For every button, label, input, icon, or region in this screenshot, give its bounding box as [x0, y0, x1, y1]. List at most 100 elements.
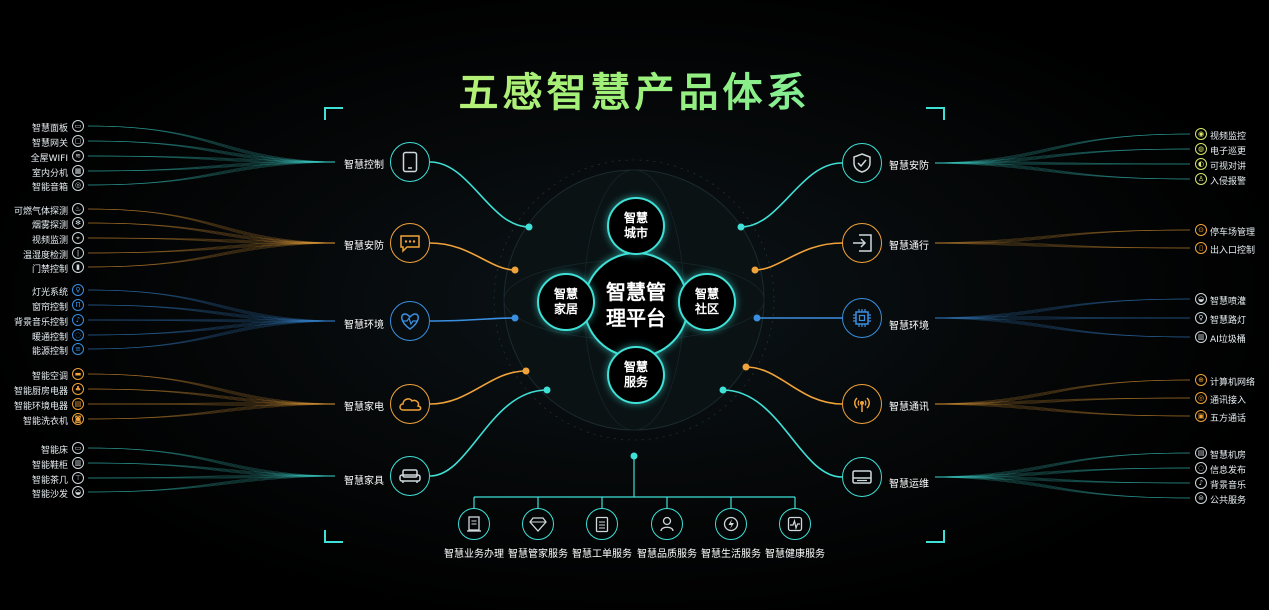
left-fan-line	[87, 208, 336, 244]
left-item-label: 智能环境电器	[13, 402, 68, 412]
diamond-icon	[522, 508, 554, 540]
cloud-icon	[390, 384, 430, 424]
alarm-icon: ♙	[1195, 173, 1207, 185]
right-hub-connector	[722, 389, 843, 478]
home-label: 智慧家居	[553, 287, 578, 316]
camera-icon: ⌖	[72, 232, 84, 244]
right-fan-line	[934, 403, 1191, 417]
right-fan-line	[934, 476, 1191, 499]
left-item-label: 智能空调	[31, 372, 68, 382]
cctv-icon: ◉	[1195, 128, 1207, 140]
left-fan-line	[87, 447, 336, 477]
right-fan-line	[934, 476, 1191, 499]
left-fan-line	[87, 161, 336, 186]
left-fan-line	[87, 320, 336, 336]
connector-dot	[543, 386, 551, 394]
right-fan-line	[934, 162, 1191, 180]
left-fan-line	[87, 289, 336, 322]
center-platform-node: 智慧管理平台	[583, 252, 689, 358]
tea-table-icon: ⊤	[72, 472, 84, 484]
left-fan-line	[87, 319, 336, 323]
left-fan-line	[87, 155, 336, 163]
right-fan-line	[934, 148, 1191, 164]
right-fan-line	[934, 298, 1191, 319]
left-fan-line	[87, 475, 336, 493]
left-item-label: 智能鞋柜	[31, 461, 68, 471]
left-fan-line	[87, 475, 336, 493]
right-fan-line	[934, 162, 1191, 165]
left-item-label: 窗帘控制	[31, 303, 68, 313]
left-fan-line	[87, 242, 336, 254]
left-fan-line	[87, 242, 336, 254]
right-fan-line	[934, 242, 1191, 249]
document-icon	[458, 508, 490, 540]
left-item-label: 智能洗衣机	[22, 417, 68, 427]
left-hub-label: 智慧安防	[344, 241, 384, 252]
connector-dot	[630, 452, 638, 460]
home-node: 智慧家居	[537, 273, 595, 331]
right-fan-line	[934, 476, 1191, 484]
left-fan-line	[87, 462, 336, 477]
left-fan-line	[87, 403, 336, 420]
right-fan-line	[934, 467, 1191, 478]
left-fan-line	[87, 475, 336, 493]
left-item-label: 暖通控制	[31, 333, 68, 343]
right-fan-line	[934, 161, 1191, 165]
right-fan-line	[934, 317, 1191, 338]
left-fan-line	[87, 208, 336, 244]
right-hub-label: 智慧通行	[889, 241, 929, 252]
message-icon: ◌	[1195, 462, 1207, 474]
right-fan-line	[934, 298, 1191, 319]
left-item-label: 能源控制	[31, 347, 68, 357]
bottom-service-label: 智慧品质服务	[637, 549, 697, 560]
corner-bracket	[926, 530, 945, 543]
right-fan-line	[934, 397, 1191, 405]
left-item-label: 智慧面板	[31, 124, 68, 134]
right-item-label: 智慧机房	[1210, 451, 1247, 461]
door-entry-icon	[842, 223, 882, 263]
left-hub-label: 智慧家电	[344, 402, 384, 413]
right-fan-line	[934, 379, 1191, 405]
left-fan-line	[87, 320, 336, 350]
left-item-label: 智慧网关	[31, 139, 68, 149]
sofa-small-icon: ◒	[72, 486, 84, 498]
left-item-label: 背景音乐控制	[13, 318, 68, 328]
right-fan-line	[934, 476, 1191, 484]
right-fan-line	[934, 317, 1191, 338]
left-fan-line	[87, 403, 336, 420]
left-fan-line	[87, 242, 336, 268]
left-fan-line	[87, 161, 336, 186]
left-fan-line	[87, 475, 336, 493]
right-item-label: 公共服务	[1210, 496, 1247, 506]
right-fan-line	[934, 242, 1191, 249]
shield-check-icon	[842, 143, 882, 183]
left-item-label: 智能厨房电器	[13, 387, 68, 397]
connector-dot	[742, 363, 750, 371]
right-fan-line	[934, 162, 1191, 180]
left-hub-connector	[429, 370, 527, 405]
video-intercom-icon: ◐	[1195, 158, 1207, 170]
left-fan-line	[87, 304, 336, 322]
signal-tower-icon	[842, 384, 882, 424]
left-item-label: 门禁控制	[31, 265, 68, 275]
left-fan-line	[87, 242, 336, 268]
left-fan-line	[87, 373, 336, 405]
left-fan-line	[87, 373, 336, 405]
left-item-label: 温湿度检测	[22, 251, 68, 261]
sofa-icon	[390, 456, 430, 496]
bottom-service-label: 智慧工单服务	[572, 549, 632, 560]
left-item-label: 智能床	[40, 446, 68, 456]
left-fan-line	[87, 242, 336, 254]
right-fan-line	[934, 133, 1191, 164]
thermometer-icon: ǀ	[72, 247, 84, 259]
gateway-icon: ▢	[72, 135, 84, 147]
left-fan-line	[87, 320, 336, 336]
left-fan-line	[87, 304, 336, 322]
left-fan-line	[87, 140, 336, 163]
lightning-icon	[715, 508, 747, 540]
left-fan-line	[87, 161, 336, 172]
community-label: 智慧社区	[694, 287, 719, 316]
left-fan-line	[87, 447, 336, 477]
connector-dot	[737, 223, 745, 231]
left-fan-line	[87, 320, 336, 350]
